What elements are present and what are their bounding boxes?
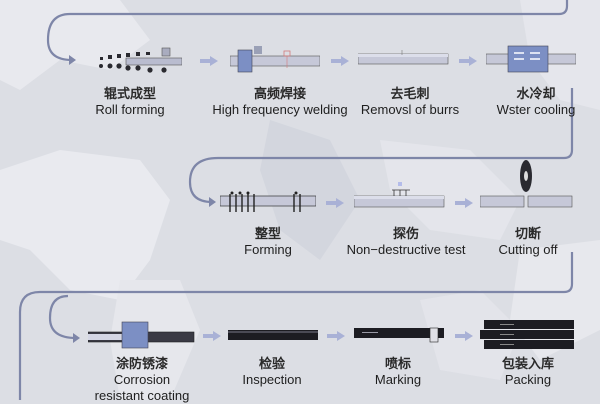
process-step-roll-forming: 辊式成型 Roll forming bbox=[70, 86, 190, 118]
step-label-en-line2: resistant coating bbox=[94, 388, 190, 403]
step-label-cn: 整型 bbox=[254, 226, 281, 241]
arrow-icon bbox=[200, 56, 218, 66]
step-label-cn: 探伤 bbox=[392, 226, 419, 241]
step-label-en: Removsl of burrs bbox=[360, 102, 460, 117]
step-label-cn: 去毛刺 bbox=[390, 86, 430, 101]
step-label-cn: 涂防锈漆 bbox=[115, 356, 168, 371]
arrow-icon bbox=[455, 331, 473, 341]
process-step-welding: 高频焊接 High frequency welding bbox=[205, 86, 355, 118]
pipe-bundle-icon bbox=[480, 320, 574, 349]
process-step-marking: 喷标 Marking bbox=[350, 356, 446, 388]
welding-machine-icon bbox=[230, 46, 320, 73]
process-step-forming: 整型 Forming bbox=[218, 226, 318, 258]
step-label-cn: 高频焊接 bbox=[253, 86, 306, 101]
marking-pipe-icon bbox=[354, 327, 444, 343]
step-label-cn: 喷标 bbox=[384, 356, 411, 371]
process-step-inspection: 检验 Inspection bbox=[224, 356, 320, 388]
arrow-icon bbox=[326, 198, 344, 208]
arrow-icon bbox=[459, 56, 477, 66]
step-label-en: Corrosion bbox=[113, 372, 171, 387]
step-label-en: High frequency welding bbox=[212, 102, 348, 117]
step-label-cn: 辊式成型 bbox=[103, 86, 156, 101]
step-label-en: Wster cooling bbox=[496, 102, 576, 117]
step-label-cn: 切断 bbox=[514, 226, 541, 241]
sizing-rollers-icon bbox=[220, 191, 316, 212]
step-label-cn: 包装入库 bbox=[501, 356, 554, 371]
process-step-packing: 包装入库 Packing bbox=[478, 356, 578, 388]
ndt-probe-icon bbox=[354, 182, 445, 208]
step-label-en: Non−destructive test bbox=[346, 242, 466, 257]
arrow-icon bbox=[203, 331, 221, 341]
process-step-ndt: 探伤 Non−destructive test bbox=[338, 226, 474, 258]
step-label-en: Forming bbox=[244, 242, 292, 257]
step-label-en: Marking bbox=[374, 372, 422, 387]
process-step-deburring: 去毛刺 Removsl of burrs bbox=[350, 86, 470, 118]
arrow-icon bbox=[455, 198, 473, 208]
deburring-pipe-icon bbox=[358, 50, 449, 65]
step-label-cn: 水冷却 bbox=[516, 86, 556, 101]
step-label-cn: 检验 bbox=[258, 356, 285, 371]
cooling-box-icon bbox=[486, 45, 576, 73]
step-label-en: Packing bbox=[504, 372, 552, 387]
coating-box-icon bbox=[88, 321, 195, 349]
process-step-water-cooling: 水冷却 Wster cooling bbox=[476, 86, 596, 118]
process-step-cutting: 切断 Cutting off bbox=[478, 226, 578, 258]
step-label-en: Inspection bbox=[242, 372, 302, 387]
step-label-en: Roll forming bbox=[95, 102, 165, 117]
black-pipe-icon bbox=[228, 330, 318, 340]
roll-forming-icon bbox=[99, 47, 182, 73]
saw-blade-icon bbox=[480, 160, 573, 208]
arrow-icon bbox=[331, 56, 349, 66]
step-label-en: Cutting off bbox=[498, 242, 558, 257]
process-step-coating: 涂防锈漆 Corrosion resistant coating bbox=[80, 356, 204, 404]
arrow-icon bbox=[327, 331, 345, 341]
